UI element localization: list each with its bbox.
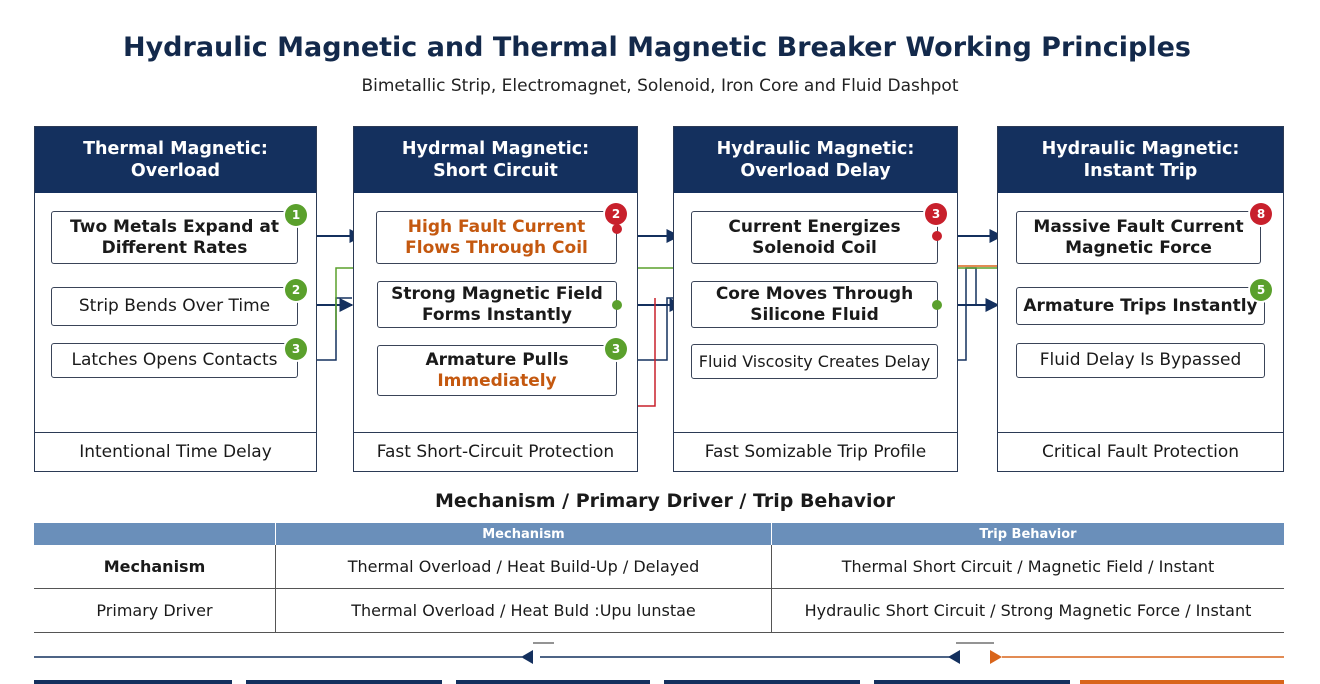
comparison-table: Mechanism Trip Behavior Mechanism Therma… [34, 523, 1284, 633]
panel-header: Thermal Magnetic: Overload [35, 127, 316, 193]
step-number-badge: 3 [605, 338, 627, 360]
page-subtitle: Bimetallic Strip, Electromagnet, Solenoi… [361, 76, 959, 96]
table-row: Mechanism Thermal Overload / Heat Build-… [34, 545, 1284, 589]
step-box: Armature Pulls Immediately [377, 345, 617, 396]
step-line: Two Metals Expand at [70, 216, 279, 237]
step-box: Strong Magnetic Field Forms Instantly [377, 281, 617, 328]
step-number-badge: 2 [605, 203, 627, 225]
panel-header-line2: Instant Trip [1083, 161, 1198, 181]
step-line: Current Energizes [728, 216, 901, 237]
table-cell: Thermal Overload / Heat Buld :Upu lunsta… [275, 588, 772, 633]
table-title: Mechanism / Primary Driver / Trip Behavi… [435, 490, 895, 512]
step-number-badge: 3 [285, 338, 307, 360]
panel-footer: Fast Somizable Trip Profile [674, 432, 957, 471]
page-title: Hydraulic Magnetic and Thermal Magnetic … [122, 32, 1191, 63]
table-header-row: Mechanism Trip Behavior [34, 523, 1284, 545]
connector-node [932, 300, 942, 310]
connector-node [612, 224, 622, 234]
step-box: High Fault Current Flows Through Coil [376, 211, 617, 264]
step-line: Armature Pulls [425, 349, 569, 370]
panel-header-line1: Hydraulic Magnetic: [1041, 139, 1240, 159]
step-line: Solenoid Coil [752, 237, 877, 258]
panel-header: Hydraulic Magnetic: Overload Delay [674, 127, 957, 193]
step-box: Current Energizes Solenoid Coil [691, 211, 938, 264]
step-line: High Fault Current [407, 216, 586, 237]
panel-header-line1: Hydraulic Magnetic: [716, 139, 915, 159]
step-number-badge: 2 [285, 279, 307, 301]
table-cell: Primary Driver [34, 588, 276, 633]
connector-node [612, 300, 622, 310]
step-line: Latches Opens Contacts [71, 350, 278, 370]
step-line: Magnetic Force [1065, 237, 1212, 258]
step-line: Strip Bends Over Time [78, 296, 271, 316]
table-header-cell: Trip Behavior [771, 523, 1284, 545]
step-box: Massive Fault Current Magnetic Force [1016, 211, 1261, 264]
panel-header-line2: Short Circuit [433, 161, 558, 181]
step-line: Immediately [437, 370, 557, 391]
table-cell: Thermal Overload / Heat Build-Up / Delay… [275, 545, 772, 589]
step-box: Armature Trips Instantly [1016, 287, 1265, 325]
panel-footer: Intentional Time Delay [35, 432, 316, 471]
panel-header-line1: Thermal Magnetic: [83, 139, 268, 159]
table-header-cell [34, 523, 276, 545]
step-box: Strip Bends Over Time [51, 287, 298, 326]
panel-footer: Critical Fault Protection [998, 432, 1283, 471]
step-line: Silicone Fluid [750, 304, 879, 325]
panel-header-line2: Overload [130, 161, 221, 181]
step-line: Flows Through Coil [405, 237, 588, 258]
table-cell: Hydraulic Short Circuit / Strong Magneti… [771, 588, 1284, 633]
step-box: Fluid Viscosity Creates Delay [691, 344, 938, 379]
step-number-badge: 1 [285, 204, 307, 226]
step-line: Forms Instantly [421, 304, 573, 325]
step-number-badge: 8 [1250, 203, 1272, 225]
panel-header-line1: Hydrmal Magnetic: [401, 139, 590, 159]
step-number-badge: 3 [925, 203, 947, 225]
step-box: Core Moves Through Silicone Fluid [691, 281, 938, 328]
step-line: Different Rates [101, 237, 248, 258]
panel-header: Hydrmal Magnetic: Short Circuit [354, 127, 637, 193]
panel-footer: Fast Short-Circuit Protection [354, 432, 637, 471]
table-cell: Thermal Short Circuit / Magnetic Field /… [771, 545, 1284, 589]
step-box: Two Metals Expand at Different Rates [51, 211, 298, 264]
connector-node [932, 231, 942, 241]
step-box: Latches Opens Contacts [51, 343, 298, 378]
panel-header-line2: Overload Delay [740, 161, 891, 181]
table-row: Primary Driver Thermal Overload / Heat B… [34, 588, 1284, 633]
step-line: Massive Fault Current [1033, 216, 1244, 237]
step-number-badge: 5 [1250, 279, 1272, 301]
step-line: Fluid Delay Is Bypassed [1039, 350, 1242, 370]
step-line: Armature Trips Instantly [1023, 295, 1258, 316]
step-line: Strong Magnetic Field [391, 283, 603, 304]
table-cell: Mechanism [34, 545, 276, 589]
table-header-cell: Mechanism [275, 523, 772, 545]
step-line: Core Moves Through [715, 283, 914, 304]
step-box: Fluid Delay Is Bypassed [1016, 343, 1265, 378]
step-line: Fluid Viscosity Creates Delay [698, 352, 931, 371]
panel-header: Hydraulic Magnetic: Instant Trip [998, 127, 1283, 193]
